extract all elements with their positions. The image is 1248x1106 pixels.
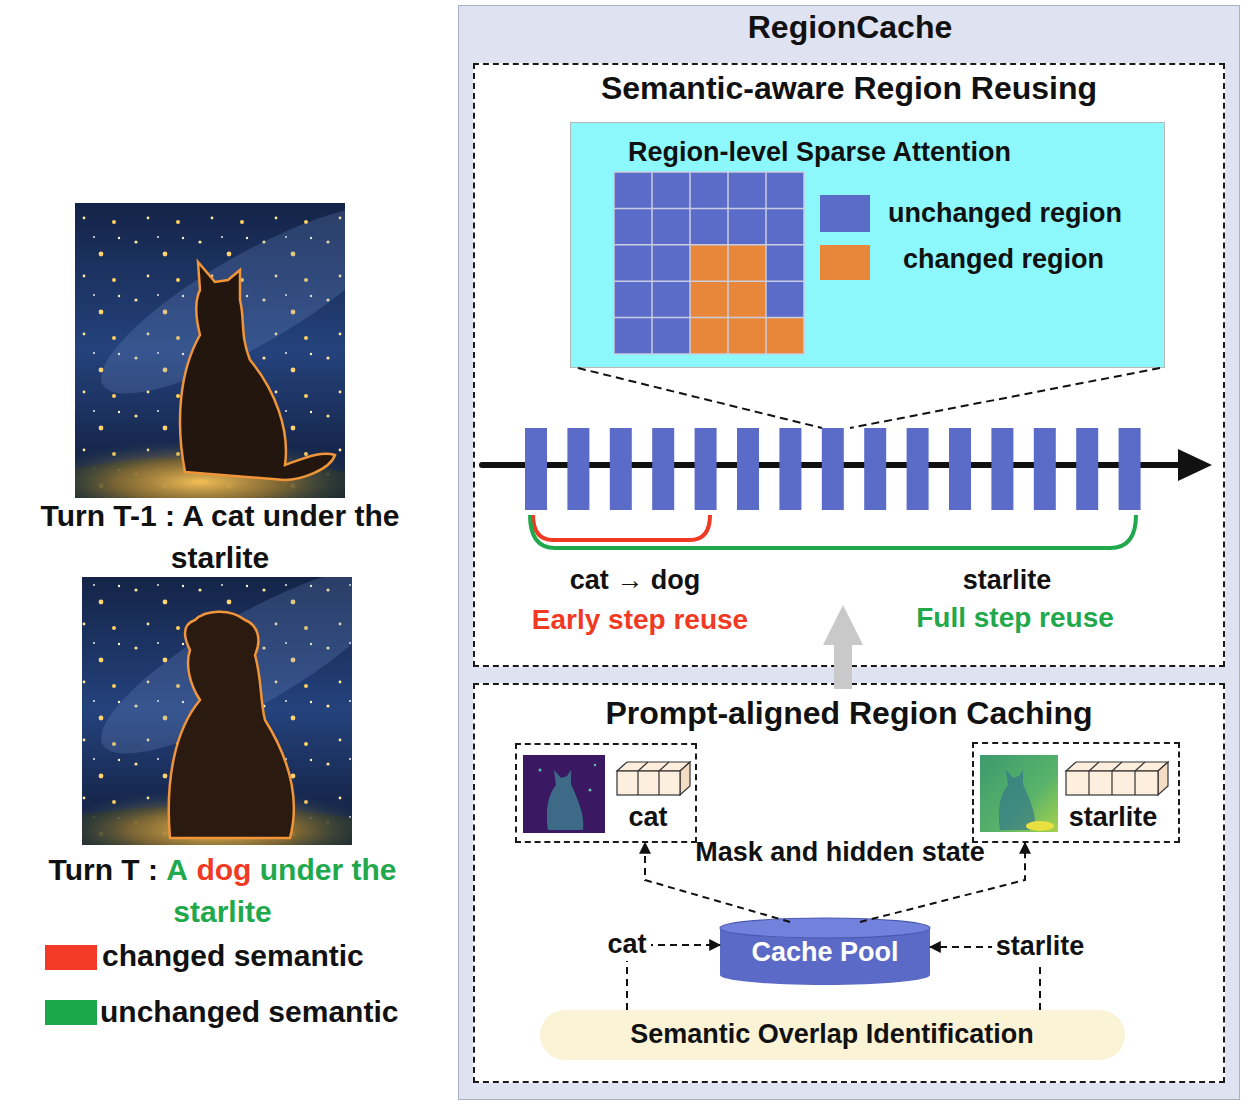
legend-swatch [45, 1000, 97, 1025]
node-label: Semantic Overlap Identification [630, 1019, 1034, 1050]
node-label: Semantic-aware Region Reusing [601, 70, 1097, 107]
annotation-slot: cat → dog [570, 565, 701, 596]
overlap-identification-pill: Semantic Overlap Identification [540, 1010, 1125, 1060]
annotation-slot: Early step reuse [532, 604, 748, 636]
node-label: cat [628, 802, 667, 833]
legend-swatch [820, 195, 870, 232]
cat-night-image [80, 203, 345, 424]
legend-label: changed semantic [102, 939, 364, 974]
node-label-slot: starlite [1069, 802, 1158, 833]
annotation-slot: Full step reuse [916, 602, 1114, 634]
dog-night-image [82, 806, 352, 845]
caption-word: A [166, 853, 188, 886]
node-label-slot: cat [628, 802, 667, 833]
node-label-slot: Region-level Sparse Attention [628, 137, 1011, 168]
cat-night-image [75, 203, 345, 498]
dog-night-image [82, 790, 352, 845]
caption-word: Turn T : [49, 853, 158, 886]
node-label: RegionCache [748, 9, 952, 46]
annotation: Early step reuse [532, 604, 748, 636]
dog-night-image [82, 577, 352, 845]
cat-night-image [75, 203, 345, 498]
node-label: Prompt-aligned Region Caching [605, 695, 1092, 732]
edge-label-slot: starlite [992, 931, 1089, 962]
region-cache-panel: Region-level Sparse Attention Semantic-aw… [458, 5, 1240, 1100]
legend-swatch [820, 245, 870, 280]
node-label-slot: Prompt-aligned Region Caching [605, 695, 1092, 732]
cylinder-top [720, 918, 930, 938]
cached-token-box: starlite [972, 742, 1180, 843]
cat-night-image [75, 457, 345, 498]
annotation-slot: Mask and hidden state [695, 837, 985, 868]
cat-night-image [180, 262, 335, 480]
dog-night-image [169, 612, 294, 838]
annotation: Full step reuse [916, 602, 1114, 634]
turn-caption: Turn T :Adogunder the starlite [0, 849, 445, 933]
dog-night-image [82, 577, 352, 784]
node-label-slot: Semantic Overlap Identification [630, 1019, 1034, 1050]
node-label-slot: Semantic-aware Region Reusing [601, 70, 1097, 107]
caching-module-box: catstarliteCache PoolSemantic Overlap Id… [473, 683, 1225, 1083]
cached-token-box: cat [515, 743, 697, 843]
node-label: Cache Pool [751, 937, 898, 968]
annotation: Mask and hidden state [695, 837, 985, 868]
legend-label: unchanged semantic [100, 995, 398, 1030]
annotation: starlite [963, 565, 1052, 596]
cache-pool-cylinder: Cache Pool [720, 918, 930, 985]
annotation: cat → dog [570, 565, 701, 596]
turn-caption: Turn T-1 : A cat under the starlite [0, 495, 440, 579]
edge-label: cat [603, 929, 650, 960]
caption-text: Turn T-1 : A cat under the starlite [0, 495, 440, 579]
dog-night-image [82, 577, 352, 845]
legend-label-slot: changed region [903, 244, 1104, 275]
caption-word: dog [196, 853, 251, 886]
legend-label-slot: unchanged region [888, 198, 1122, 229]
legend-label: unchanged region [888, 198, 1122, 229]
legend-label-slot: changed semantic [102, 939, 364, 974]
node-label: Region-level Sparse Attention [628, 137, 1011, 168]
node-label-slot: RegionCache [748, 9, 952, 46]
annotation-slot: starlite [963, 565, 1052, 596]
edge-label: starlite [992, 931, 1089, 962]
edge-label-slot: cat [603, 929, 650, 960]
cat-night-image [75, 440, 345, 498]
dog-night-image [82, 577, 352, 845]
legend-label-slot: unchanged semantic [100, 995, 398, 1030]
node-label-slot: Cache Pool [751, 937, 898, 968]
legend-swatch [45, 945, 97, 970]
node-label: starlite [1069, 802, 1158, 833]
cat-night-image [75, 203, 345, 498]
legend-label: changed region [903, 244, 1104, 275]
